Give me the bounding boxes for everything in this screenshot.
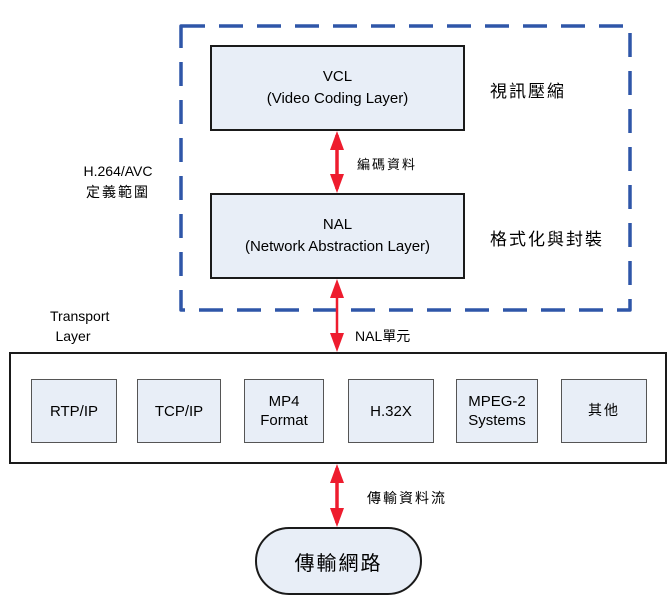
transport-network-node[interactable]: 傳輸網路 — [255, 527, 422, 595]
transport-layer-label-line2: Layer — [55, 328, 91, 344]
protocol-box-mpeg2-systems[interactable]: MPEG-2 Systems — [456, 379, 538, 443]
protocol-box-rtp-ip[interactable]: RTP/IP — [31, 379, 117, 443]
arrowhead-down-icon — [330, 174, 344, 193]
vcl-title: VCL — [322, 68, 353, 85]
protocol-label: RTP/IP — [49, 402, 99, 420]
transport-network-arrow-label: 傳輸資料流 — [367, 491, 447, 507]
arrowhead-up-icon — [330, 279, 344, 298]
protocol-label-line1: MP4 — [268, 393, 300, 410]
nal-side-label: 格式化與封裝 — [490, 230, 604, 250]
arrowhead-down-icon — [330, 508, 344, 527]
transport-layer-box — [9, 352, 667, 464]
nal-box[interactable]: NAL (Network Abstraction Layer) — [210, 193, 465, 279]
nal-transport-arrow-label: NAL單元 — [355, 326, 410, 346]
protocol-label: TCP/IP — [154, 402, 204, 420]
h264-scope-boundary — [179, 24, 632, 312]
h264-scope-label-line2: 定義範圍 — [86, 185, 150, 201]
vcl-nal-double-arrow — [330, 131, 344, 193]
protocol-box-mp4-format[interactable]: MP4 Format — [244, 379, 324, 443]
protocol-label-line2: Format — [260, 412, 308, 429]
transport-network-double-arrow — [330, 464, 344, 527]
h264-scope-label: H.264/AVC 定義範圍 — [68, 160, 168, 204]
nal-transport-arrow-label-text: NAL單元 — [355, 328, 411, 344]
protocol-box-h32x[interactable]: H.32X — [348, 379, 434, 443]
protocol-label: H.32X — [370, 402, 412, 420]
nal-subtitle: (Network Abstraction Layer) — [244, 238, 431, 255]
arrowhead-down-icon — [330, 333, 344, 352]
protocol-box-tcp-ip[interactable]: TCP/IP — [137, 379, 221, 443]
vcl-box[interactable]: VCL (Video Coding Layer) — [210, 45, 465, 131]
nal-transport-double-arrow — [330, 279, 344, 352]
nal-title: NAL — [322, 216, 353, 233]
arrowhead-up-icon — [330, 464, 344, 483]
protocol-label: 其他 — [588, 402, 620, 419]
protocol-box-other[interactable]: 其他 — [561, 379, 647, 443]
network-label: 傳輸網路 — [294, 550, 383, 575]
vcl-side-label: 視訊壓縮 — [490, 82, 566, 102]
vcl-nal-arrow-label: 編碼資料 — [357, 158, 418, 173]
transport-layer-label: Transport Layer — [50, 306, 110, 346]
h264-scope-label-line1: H.264/AVC — [83, 163, 153, 179]
vcl-subtitle: (Video Coding Layer) — [266, 90, 409, 107]
protocol-label-line1: MPEG-2 — [468, 393, 526, 410]
arrowhead-up-icon — [330, 131, 344, 150]
transport-layer-label-line1: Transport — [50, 308, 110, 324]
protocol-label-line2: Systems — [468, 412, 526, 429]
